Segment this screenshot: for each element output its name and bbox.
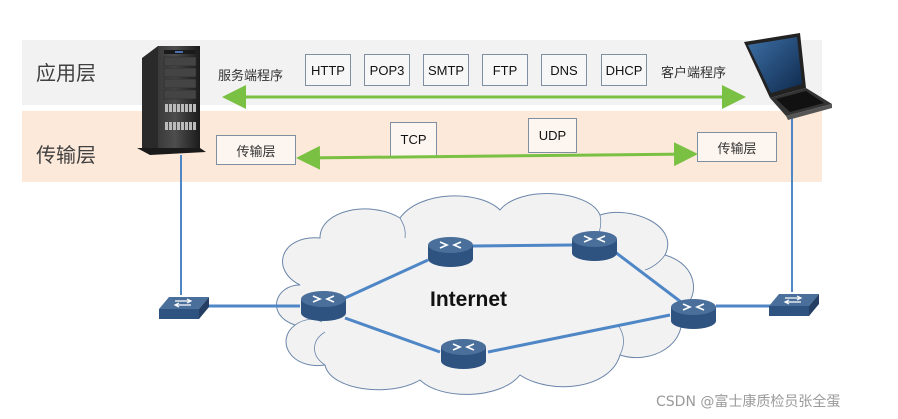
switch-icon: [159, 297, 209, 319]
link-router1-router3: [344, 316, 441, 354]
link-router1-router2: [344, 258, 429, 300]
transport-box-right: 传输层: [697, 132, 777, 162]
link-router3-router5: [487, 313, 671, 354]
protocol-dns: DNS: [541, 54, 587, 86]
protocol-http: HTTP: [305, 54, 351, 86]
router-icon: [441, 339, 486, 369]
router-icon: [428, 237, 473, 267]
protocol-dhcp: DHCP: [601, 54, 647, 86]
transport-layer-label: 传输层: [36, 143, 96, 167]
server-icon: [137, 46, 206, 155]
router-icon: [301, 291, 346, 321]
link-router2-router4: [471, 243, 573, 248]
router-icon: [572, 231, 617, 261]
switch-icon: [769, 294, 819, 316]
link-router4-router5: [614, 250, 686, 307]
laptop-icon: [744, 33, 832, 120]
router-icon: [671, 299, 716, 329]
internet-label: Internet: [430, 288, 508, 311]
protocol-smtp: SMTP: [423, 54, 469, 86]
protocol-pop3: POP3: [364, 54, 410, 86]
transport-box-left: 传输层: [216, 135, 296, 165]
client-program-label: 客户端程序: [661, 66, 727, 81]
application-layer-label: 应用层: [36, 61, 96, 85]
transport-arrow: [296, 142, 698, 170]
protocol-ftp: FTP: [482, 54, 528, 86]
watermark: CSDN @富士康质检员张全蛋: [656, 394, 841, 410]
server-program-label: 服务端程序: [218, 69, 284, 84]
